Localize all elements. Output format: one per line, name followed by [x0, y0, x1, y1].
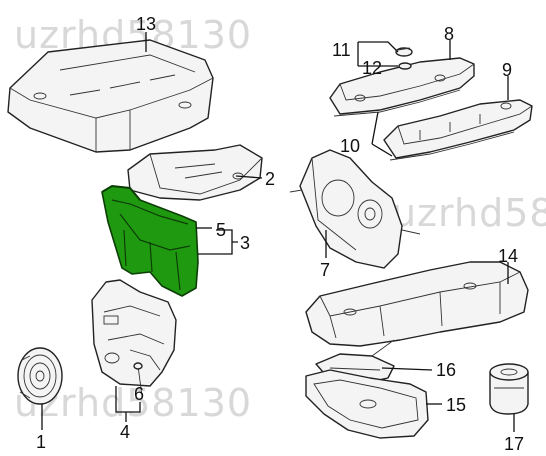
callout-12[interactable]: 12: [362, 58, 382, 78]
callout-17[interactable]: 17: [504, 434, 524, 454]
callout-6[interactable]: 6: [134, 384, 144, 404]
timing-belt-upper-cover-icon[interactable]: [127, 144, 263, 201]
callout-4[interactable]: 4: [120, 422, 130, 442]
callout-9[interactable]: 9: [502, 60, 512, 80]
valve-cover-gasket-icon[interactable]: [333, 89, 515, 161]
callout-10[interactable]: 10: [340, 136, 360, 156]
callout-labels: 13 11 12 8 9 10 2 5 3 7 14 16 15 17 1 6 …: [36, 14, 524, 454]
oil-filler-gasket-icon[interactable]: [398, 62, 412, 70]
oil-filter-icon[interactable]: [489, 363, 529, 415]
callout-7[interactable]: 7: [320, 260, 330, 280]
engine-cover-icon[interactable]: [7, 39, 214, 153]
callout-11[interactable]: 11: [332, 40, 351, 60]
callout-5[interactable]: 5: [216, 220, 226, 240]
oil-filler-cap-icon[interactable]: [395, 47, 413, 57]
valve-cover-right-icon[interactable]: [329, 57, 475, 115]
leader-lines: [41, 32, 515, 432]
callout-8[interactable]: 8: [444, 24, 454, 44]
callout-1[interactable]: 1: [36, 432, 46, 452]
callout-16[interactable]: 16: [436, 360, 456, 380]
crankshaft-pulley-icon[interactable]: [17, 347, 63, 405]
oil-pan-upper-icon[interactable]: [305, 261, 529, 347]
callout-2[interactable]: 2: [265, 169, 275, 189]
watermark-right: uzrhd581: [392, 191, 546, 235]
timing-cover-bolt-icon[interactable]: [133, 362, 143, 397]
valve-cover-left-icon[interactable]: [383, 99, 533, 159]
timing-belt-lower-cover-icon[interactable]: [91, 279, 177, 387]
timing-cover-assembly-icon[interactable]: [101, 184, 199, 297]
callout-3[interactable]: 3: [240, 233, 250, 253]
callout-13[interactable]: 13: [136, 14, 156, 34]
oil-pan-lower-icon[interactable]: [305, 369, 429, 439]
callout-15[interactable]: 15: [446, 395, 466, 415]
callout-14[interactable]: 14: [498, 246, 518, 266]
